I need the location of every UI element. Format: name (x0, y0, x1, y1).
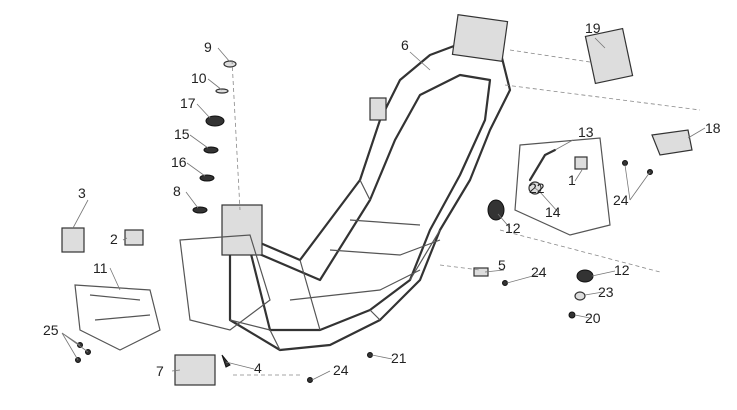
callout-21: 21 (391, 350, 407, 366)
callout-6: 6 (401, 37, 409, 53)
callout-1: 1 (568, 172, 576, 188)
callout-24-bottom: 24 (333, 362, 349, 378)
callout-3: 3 (78, 185, 86, 201)
callout-17: 17 (180, 95, 196, 111)
callout-23: 23 (598, 284, 614, 300)
steering-bearing-parts (192, 59, 241, 214)
right-parts (230, 27, 701, 383)
leader-lines (61, 37, 706, 381)
callout-8: 8 (173, 183, 181, 199)
callout-24-right: 24 (613, 192, 629, 208)
callout-22: 22 (529, 180, 545, 196)
callout-7: 7 (156, 363, 164, 379)
main-frame (179, 14, 512, 352)
left-parts (61, 227, 231, 386)
callout-12-upper: 12 (505, 220, 521, 236)
callout-24-middle: 24 (531, 264, 547, 280)
callout-4: 4 (254, 360, 262, 376)
callout-5: 5 (498, 257, 506, 273)
callout-12-lower: 12 (614, 262, 630, 278)
callout-19: 19 (585, 20, 601, 36)
callout-labels: 9 10 17 15 16 8 3 2 11 25 7 4 24 21 6 19… (43, 20, 721, 379)
callout-16: 16 (171, 154, 187, 170)
callout-18: 18 (705, 120, 721, 136)
callout-25: 25 (43, 322, 59, 338)
callout-11: 11 (93, 260, 108, 276)
callout-9: 9 (204, 39, 212, 55)
callout-10: 10 (191, 70, 207, 86)
callout-2: 2 (110, 231, 118, 247)
callout-20: 20 (585, 310, 601, 326)
callout-15: 15 (174, 126, 190, 142)
callout-14: 14 (545, 204, 561, 220)
callout-13: 13 (578, 124, 594, 140)
